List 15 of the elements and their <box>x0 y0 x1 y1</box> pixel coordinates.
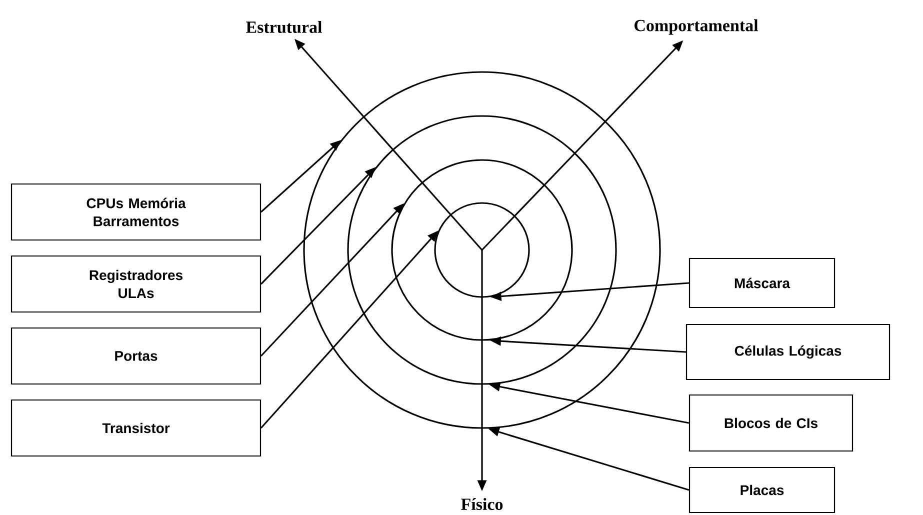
ring-circle <box>434 202 530 298</box>
ring-circle <box>303 71 661 429</box>
axis-label: Comportamental <box>634 19 758 35</box>
label-box: Células Lógicas <box>686 324 890 380</box>
label-box: Placas <box>688 466 836 514</box>
label-box: Máscara <box>688 258 836 308</box>
ring-circle <box>347 115 617 385</box>
label-box: Registradores ULAs <box>10 255 262 313</box>
label-box: Portas <box>10 327 262 385</box>
label-box: CPUs Memória Barramentos <box>10 183 262 241</box>
axis-label: Físico <box>461 498 503 510</box>
label-box: Transistor <box>10 399 262 457</box>
axis-label: Estrutural <box>246 21 322 33</box>
ring-circle <box>391 159 573 341</box>
label-box: Blocos de CIs <box>688 394 854 452</box>
